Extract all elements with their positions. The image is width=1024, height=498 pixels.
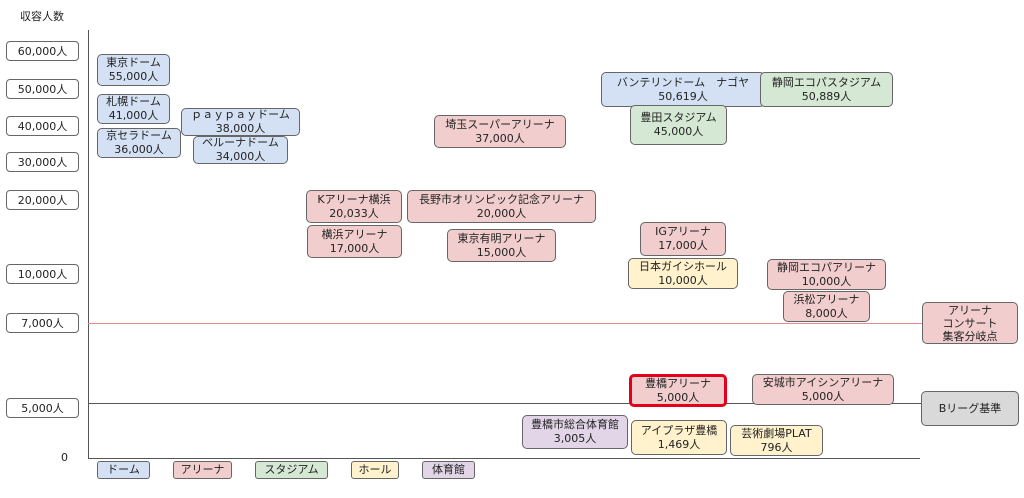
venue-capacity: 5,000人: [801, 389, 845, 403]
venue-capacity: 34,000人: [215, 150, 266, 163]
legend-item-hall: ホール: [351, 461, 399, 479]
venue-capacity: 17,000人: [329, 241, 380, 255]
concert-label-line: 集客分岐点: [942, 329, 998, 343]
venue-capacity: 36,000人: [114, 143, 164, 156]
venue-capacity: 50,889人: [801, 89, 852, 103]
y-axis-tick-label: 50,000人: [6, 79, 79, 99]
venue-capacity: 8,000人: [805, 306, 848, 320]
venue-capacity: 15,000人: [476, 245, 527, 259]
legend-item-arena: アリーナ: [173, 461, 232, 479]
venue-capacity: 3,005人: [553, 432, 597, 445]
venue-capacity: 41,000人: [108, 109, 159, 122]
venue-name: 札幌ドーム: [106, 95, 161, 108]
venue-capacity: 5,000人: [656, 390, 700, 404]
concert-label-line: コンサート: [942, 316, 998, 330]
venue-capacity: 38,000人: [215, 122, 266, 135]
venue-name: 日本ガイシホール: [639, 259, 727, 273]
venue-name: 静岡エコパアリーナ: [777, 260, 876, 274]
venue-name: ｐａｙｐａｙドーム: [191, 108, 290, 121]
venue-capacity: 20,033人: [329, 206, 379, 220]
venue-name: 静岡エコパスタジアム: [771, 75, 882, 89]
venue-capacity: 1,469人: [657, 437, 701, 451]
venue-name: アイプラザ豊橋: [640, 423, 718, 437]
y-axis-title: 収容人数: [20, 10, 64, 23]
venue-name: Kアリーナ横浜: [317, 192, 391, 206]
venue-name: 豊橋アリーナ: [645, 376, 711, 390]
bleague-label: Bリーグ基準: [938, 401, 1002, 415]
venue-capacity: 10,000人: [658, 273, 708, 287]
venue-capacity: 55,000人: [108, 70, 159, 83]
legend-item-stadium: スタジアム: [255, 461, 328, 479]
y-axis-tick-label: 40,000人: [6, 116, 79, 136]
concert-threshold-label: アリーナ コンサート 集客分岐点: [922, 302, 1018, 344]
venue-name: 安城市アイシンアリーナ: [762, 375, 884, 389]
venue-capacity: 50,619人: [658, 89, 708, 103]
venue-name: ベルーナドーム: [202, 136, 279, 149]
venue-name: 浜松アリーナ: [793, 292, 860, 306]
venue-name: 東京有明アリーナ: [457, 231, 546, 245]
concert-label-line: アリーナ: [948, 303, 992, 317]
y-axis-line: [88, 30, 89, 459]
y-axis-tick-label: 5,000人: [6, 398, 79, 418]
venue-name: 長野市オリンピック記念アリーナ: [419, 192, 584, 206]
venue-capacity: 17,000人: [658, 239, 708, 252]
venue-name: バンテリンドーム ナゴヤ: [616, 75, 750, 89]
legend-item-gym: 体育館: [422, 461, 475, 479]
concert-threshold-line: [88, 323, 922, 324]
legend-item-dome: ドーム: [97, 461, 150, 479]
venue-name: 東京ドーム: [106, 56, 161, 69]
venue-name: IGアリーナ: [655, 225, 711, 238]
x-axis-line: [88, 458, 920, 459]
y-axis-zero: 0: [61, 451, 68, 464]
y-axis-tick-label: 30,000人: [6, 152, 79, 172]
venue-name: 埼玉スーパーアリーナ: [445, 117, 555, 131]
venue-name: 京セラドーム: [106, 129, 172, 142]
y-axis-tick-label: 60,000人: [6, 41, 79, 61]
venue-name: 豊田スタジアム: [640, 111, 717, 124]
y-axis-tick-label: 20,000人: [6, 190, 79, 210]
venue-capacity: 796人: [760, 440, 793, 454]
venue-capacity: 37,000人: [475, 131, 525, 145]
bleague-threshold-line: [88, 403, 922, 404]
venue-name: 豊橋市総合体育館: [531, 418, 619, 431]
venue-capacity: 10,000人: [801, 274, 852, 288]
venue-capacity: 45,000人: [653, 125, 704, 138]
bleague-threshold-label: Bリーグ基準: [921, 391, 1019, 426]
venue-name: 芸術劇場PLAT: [741, 426, 812, 440]
y-axis-tick-label: 10,000人: [6, 264, 79, 284]
venue-capacity: 20,000人: [476, 206, 527, 220]
y-axis-tick-label: 7,000人: [6, 313, 79, 333]
venue-name: 横浜アリーナ: [321, 227, 388, 241]
